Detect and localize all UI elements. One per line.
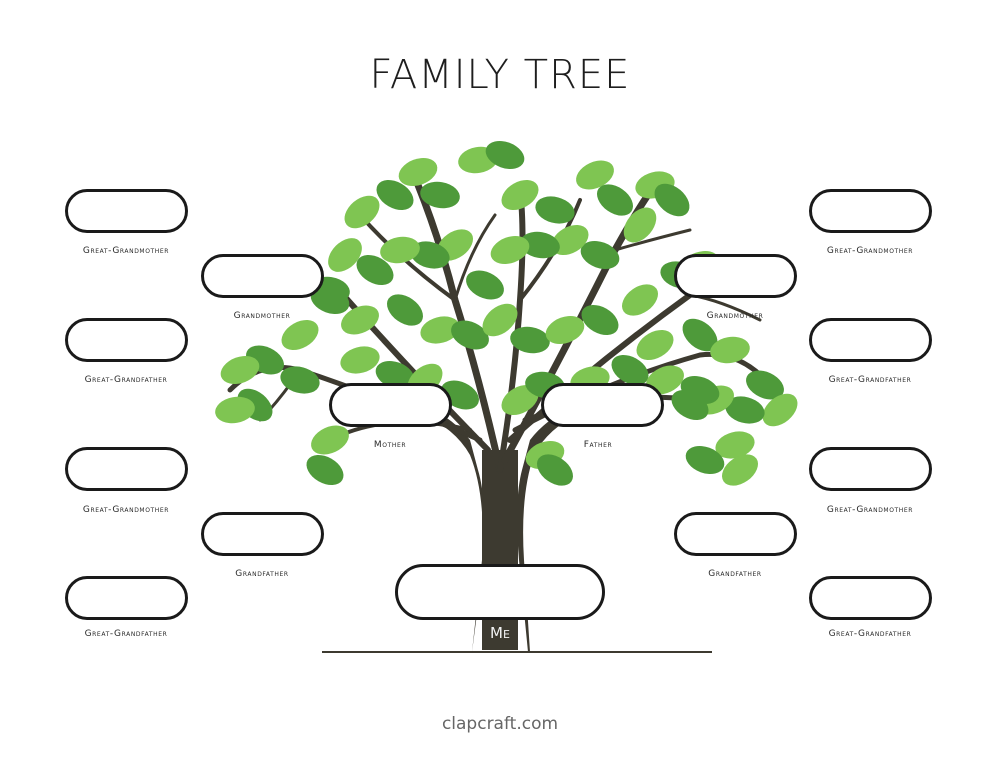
- tree-leaf-41: [762, 393, 798, 427]
- right-great-grandmother-1-label: Great-Grandmother: [826, 246, 914, 256]
- tree-leaf-6: [485, 140, 525, 170]
- left-great-grandmother-2-box[interactable]: [65, 447, 188, 491]
- left-grandfather-box[interactable]: [201, 512, 324, 556]
- tree-leaf-23: [328, 238, 362, 272]
- tree-leaf-14: [580, 240, 620, 270]
- tree-leaf-32: [581, 304, 619, 336]
- tree-leaf-2: [376, 179, 414, 211]
- tree-leaf-55: [311, 425, 349, 455]
- tree-leaf-25: [341, 305, 379, 335]
- tree-leaf-51: [220, 355, 260, 385]
- right-great-grandmother-2-label: Great-Grandmother: [826, 505, 914, 515]
- tree-leaf-63: [501, 384, 539, 416]
- tree-leaf-57: [340, 346, 380, 374]
- tree-trunk-core: [482, 450, 518, 650]
- tree-branch-1: [414, 181, 504, 474]
- right-great-grandfather-2-label: Great-Grandfather: [828, 629, 912, 639]
- left-grandmother-label: Grandmother: [233, 311, 291, 321]
- tree-leaf-37: [636, 329, 674, 361]
- tree-leaf-53: [215, 396, 255, 424]
- tree-leaf-3: [344, 195, 380, 229]
- left-great-grandfather-2-box[interactable]: [65, 576, 188, 620]
- tree-leaf-46: [685, 445, 725, 475]
- tree-leaf-33: [621, 284, 659, 316]
- tree-leaf-66: [611, 354, 649, 386]
- right-great-grandmother-2-box[interactable]: [809, 447, 932, 491]
- mother-label: Mother: [373, 440, 407, 450]
- me-label: Me: [490, 624, 510, 642]
- left-grandmother-box[interactable]: [201, 254, 324, 298]
- tree-leaf-45: [715, 431, 755, 459]
- tree-leaf-18: [466, 270, 504, 300]
- right-great-grandfather-1-label: Great-Grandfather: [828, 375, 912, 385]
- left-great-grandmother-2-label: Great-Grandmother: [82, 505, 170, 515]
- left-great-grandmother-1-label: Great-Grandmother: [82, 246, 170, 256]
- tree-leaf-27: [420, 316, 460, 344]
- tree-leaf-30: [510, 326, 550, 354]
- left-great-grandfather-2-label: Great-Grandfather: [84, 629, 168, 639]
- tree-branch-12: [613, 228, 692, 252]
- tree-leaf-21: [380, 236, 420, 264]
- father-label: Father: [583, 440, 613, 450]
- tree-leaf-58: [375, 360, 415, 390]
- tree-branch-3: [501, 181, 659, 464]
- right-grandmother-label: Grandmother: [706, 311, 764, 321]
- tree-leaf-68: [680, 375, 720, 405]
- right-grandfather-label: Grandfather: [708, 569, 762, 579]
- right-great-grandmother-1-box[interactable]: [809, 189, 932, 233]
- tree-leaf-56: [306, 454, 344, 486]
- tree-leaf-29: [482, 303, 518, 337]
- tree-leaf-62: [536, 454, 574, 486]
- tree-leaf-49: [281, 319, 319, 351]
- tree-leaf-4: [420, 181, 460, 209]
- left-great-grandfather-1-box[interactable]: [65, 318, 188, 362]
- tree-leaf-22: [356, 254, 394, 286]
- left-great-grandfather-1-label: Great-Grandfather: [84, 375, 168, 385]
- tree-leaf-20: [410, 241, 450, 269]
- left-great-grandmother-1-box[interactable]: [65, 189, 188, 233]
- tree-branch-2: [497, 187, 526, 473]
- left-grandfather-label: Grandfather: [235, 569, 289, 579]
- right-grandfather-box[interactable]: [674, 512, 797, 556]
- tree-leaf-13: [623, 207, 657, 243]
- right-great-grandfather-1-box[interactable]: [809, 318, 932, 362]
- tree-leaf-8: [535, 196, 575, 224]
- tree-leaf-31: [545, 315, 585, 345]
- tree-leaf-38: [682, 318, 718, 352]
- tree-leaf-40: [746, 370, 784, 400]
- tree-leaf-47: [721, 454, 759, 486]
- right-grandmother-box[interactable]: [674, 254, 797, 298]
- footer-credit: clapcraft.com: [441, 714, 559, 734]
- tree-leaf-9: [576, 160, 614, 190]
- tree-leaf-16: [520, 231, 560, 259]
- tree-leaf-54: [280, 366, 320, 394]
- tree-leaf-28: [451, 320, 489, 350]
- tree-branch-13: [453, 213, 497, 302]
- tree-leaf-12: [654, 183, 690, 217]
- tree-leaf-7: [501, 179, 539, 211]
- me-box[interactable]: [395, 564, 605, 620]
- tree-leaf-17: [490, 235, 530, 265]
- father-box[interactable]: [541, 383, 664, 427]
- tree-leaf-26: [386, 294, 424, 326]
- tree-leaf-15: [551, 224, 589, 256]
- mother-box[interactable]: [329, 383, 452, 427]
- page-title: FAMILY TREE: [369, 52, 631, 98]
- tree-leaf-10: [596, 184, 634, 216]
- tree-leaf-1: [398, 157, 438, 187]
- right-great-grandfather-2-box[interactable]: [809, 576, 932, 620]
- tree-leaf-39: [710, 336, 750, 364]
- tree-leaf-42: [725, 396, 765, 424]
